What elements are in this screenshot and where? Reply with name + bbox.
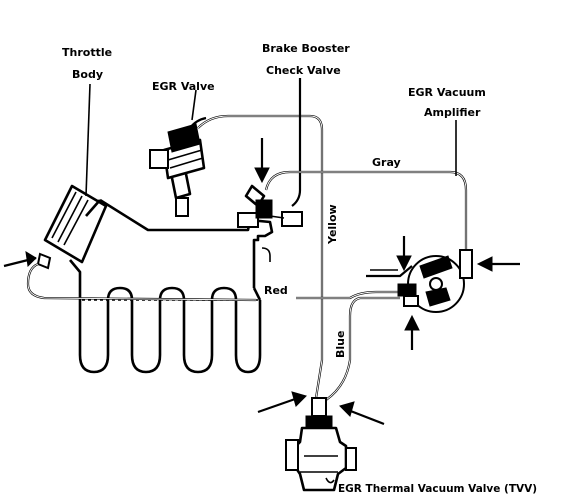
arrow-head-icon (396, 255, 412, 272)
label-egr-amp-1: EGR Vacuum (408, 86, 486, 99)
arrow-head-icon (254, 167, 270, 184)
label-gray: Gray (372, 156, 401, 169)
egr-vacuum-amplifier (397, 249, 473, 313)
label-yellow: Yellow (326, 204, 339, 245)
label-tvv: EGR Thermal Vacuum Valve (TVV) (338, 483, 537, 495)
text-labels: Throttle Body EGR Valve Brake Booster Ch… (62, 42, 537, 495)
indicator-arrows (3, 138, 520, 426)
label-blue: Blue (334, 331, 347, 358)
label-brake-booster-2: Check Valve (266, 64, 341, 77)
label-egr-amp-2: Amplifier (424, 106, 481, 119)
label-brake-booster-1: Brake Booster (262, 42, 350, 55)
arrow-head-icon (291, 391, 307, 407)
arrow-icon (257, 396, 299, 414)
arrow-head-icon (25, 251, 37, 268)
label-throttle-body-1: Throttle (62, 46, 112, 59)
vacuum-hoses (197, 78, 468, 401)
egr-valve (149, 116, 207, 217)
arrow-head-icon (404, 314, 420, 331)
arrow-head-icon (476, 256, 493, 272)
arrow-icon (347, 408, 385, 426)
label-egr-valve: EGR Valve (152, 80, 215, 93)
label-red: Red (264, 284, 288, 297)
egr-tvv (285, 397, 357, 492)
arrow-head-icon (339, 401, 355, 417)
throttle-body (26, 184, 257, 302)
leader-lines (85, 78, 457, 484)
label-throttle-body-2: Body (72, 68, 103, 81)
brake-booster-check-valve (237, 184, 303, 228)
